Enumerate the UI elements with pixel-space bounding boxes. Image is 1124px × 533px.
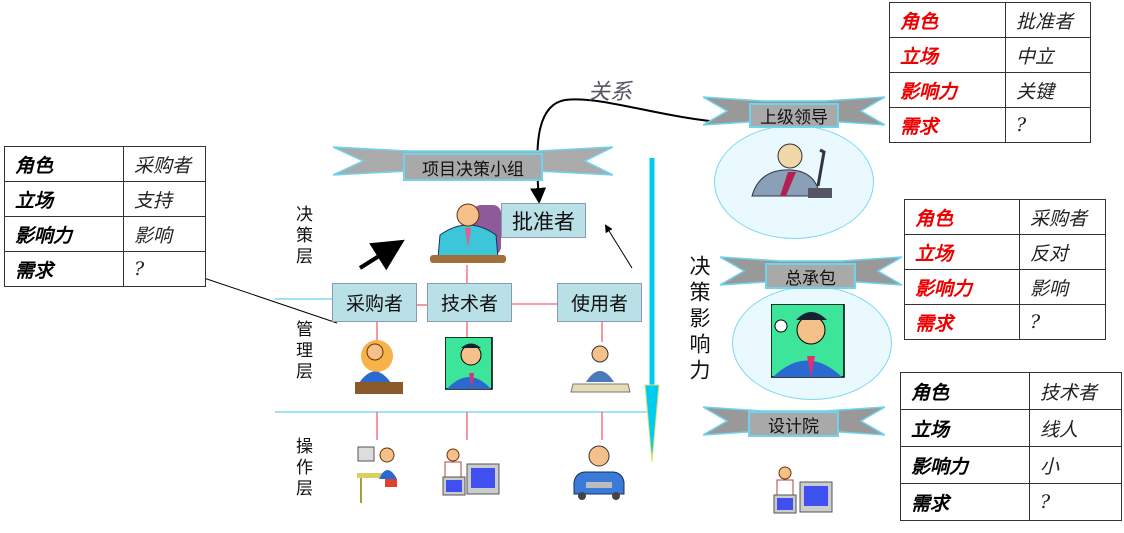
banner-contractor: 总承包 [765,263,856,289]
stance-value: 反对 [1019,234,1106,270]
table-row: 角色技术者 [900,372,1122,410]
stance-label: 立场 [904,234,1020,270]
stance-label: 立场 [4,181,124,217]
table-row: 需求? [889,107,1091,143]
driver-car-icon [573,445,625,500]
influence-value: 小 [1029,446,1122,484]
role-box-user: 使用者 [557,283,642,322]
table-row: 需求? [4,251,206,287]
role-label: 角色 [900,372,1030,410]
influence-value: 影响 [1019,269,1106,305]
thin-arrow [604,224,633,269]
table-row: 立场支持 [4,181,206,217]
role-box-technical: 技术者 [427,283,512,322]
table-row: 需求? [900,483,1122,521]
role-label: 角色 [4,146,124,182]
needs-label: 需求 [904,304,1020,340]
banner-leader: 上级领导 [749,103,839,128]
layer-label-decision: 决策层 [292,205,312,268]
needs-label: 需求 [889,107,1006,143]
needs-value: ? [123,251,206,287]
influence-value: 关键 [1005,72,1091,108]
group-banner: 项目决策小组 [403,153,543,181]
needs-value: ? [1029,483,1122,521]
banner-design-institute: 设计院 [748,411,839,437]
user-person-icon [570,345,631,393]
contractor-person-icon [771,304,845,378]
influence-label: 影响力 [900,446,1030,484]
influence-label: 影响力 [889,72,1006,108]
table-row: 角色批准者 [889,2,1091,38]
table-row: 影响力影响 [904,269,1106,305]
layer-label-operation: 操作层 [292,437,312,500]
table-row: 立场线人 [900,409,1122,447]
contractor-info-table: 角色采购者 立场反对 影响力影响 需求? [904,199,1106,340]
role-value: 采购者 [123,146,206,182]
table-row: 影响力小 [900,446,1122,484]
thick-arrow [358,239,405,271]
table-row: 角色采购者 [4,146,206,182]
table-row: 立场反对 [904,234,1106,270]
design-institute-info-table: 角色技术者 立场线人 影响力小 需求? [900,372,1122,521]
role-value: 技术者 [1029,372,1122,410]
influence-label: 影响力 [4,216,124,252]
role-box-buyer: 采购者 [332,283,417,322]
operator-computer-icon [357,446,397,503]
leader-info-table: 角色批准者 立场中立 影响力关键 需求? [889,2,1091,143]
technical-person-icon [445,337,493,390]
executive-figure-icon [430,203,506,263]
needs-value: ? [1005,107,1091,143]
table-connector [194,274,338,324]
table-row: 需求? [904,304,1106,340]
org-lines [376,265,603,440]
buyer-person-icon [355,340,403,394]
influence-value: 影响 [123,216,206,252]
role-value: 采购者 [1019,199,1106,235]
stance-value: 中立 [1005,37,1091,73]
role-label: 角色 [889,2,1006,38]
needs-value: ? [1019,304,1106,340]
leader-phone-icon [751,143,832,198]
table-row: 影响力关键 [889,72,1091,108]
influence-label: 影响力 [904,269,1020,305]
decision-influence-label: 决策影响力 [687,255,711,385]
designer-computer-icon [773,466,833,514]
left-info-table: 角色采购者 立场支持 影响力影响 需求? [4,146,206,287]
engineer-computer-icon [442,448,500,496]
relation-label: 关系 [588,80,633,105]
table-row: 立场中立 [889,37,1091,73]
needs-label: 需求 [900,483,1030,521]
table-row: 角色采购者 [904,199,1106,235]
role-label: 角色 [904,199,1020,235]
layer-label-management: 管理层 [292,320,312,383]
table-row: 影响力影响 [4,216,206,252]
stance-value: 线人 [1029,409,1122,447]
needs-label: 需求 [4,251,124,287]
approver-box: 批准者 [501,203,586,238]
stance-label: 立场 [889,37,1006,73]
stance-value: 支持 [123,181,206,217]
stance-label: 立场 [900,409,1030,447]
role-value: 批准者 [1005,2,1091,38]
